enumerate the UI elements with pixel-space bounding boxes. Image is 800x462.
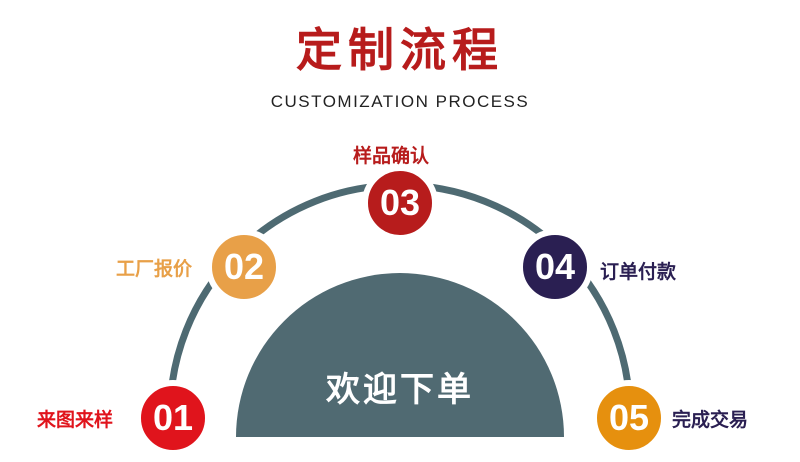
center-dome bbox=[236, 273, 564, 437]
page-subtitle: CUSTOMIZATION PROCESS bbox=[270, 92, 530, 111]
step-03-circle: 03 bbox=[362, 165, 438, 241]
step-04-circle: 04 bbox=[517, 229, 593, 305]
step-01-circle: 01 bbox=[135, 380, 211, 456]
step-02-number: 02 bbox=[223, 246, 265, 287]
step-01-number: 01 bbox=[152, 397, 194, 438]
step-05-number: 05 bbox=[608, 397, 650, 438]
step-02-label: 工厂报价 bbox=[116, 258, 193, 280]
step-04-number: 04 bbox=[534, 246, 576, 287]
step-04-label: 订单付款 bbox=[600, 261, 677, 283]
center-label: 欢迎下单 bbox=[326, 370, 474, 410]
step-05-circle: 05 bbox=[591, 380, 667, 456]
page-title: 定制流程 bbox=[296, 23, 504, 77]
step-05-label: 完成交易 bbox=[672, 409, 749, 431]
step-03-label: 样品确认 bbox=[353, 145, 430, 167]
step-03-number: 03 bbox=[379, 182, 421, 223]
step-01-label: 来图来样 bbox=[37, 409, 114, 431]
step-02-circle: 02 bbox=[206, 229, 282, 305]
